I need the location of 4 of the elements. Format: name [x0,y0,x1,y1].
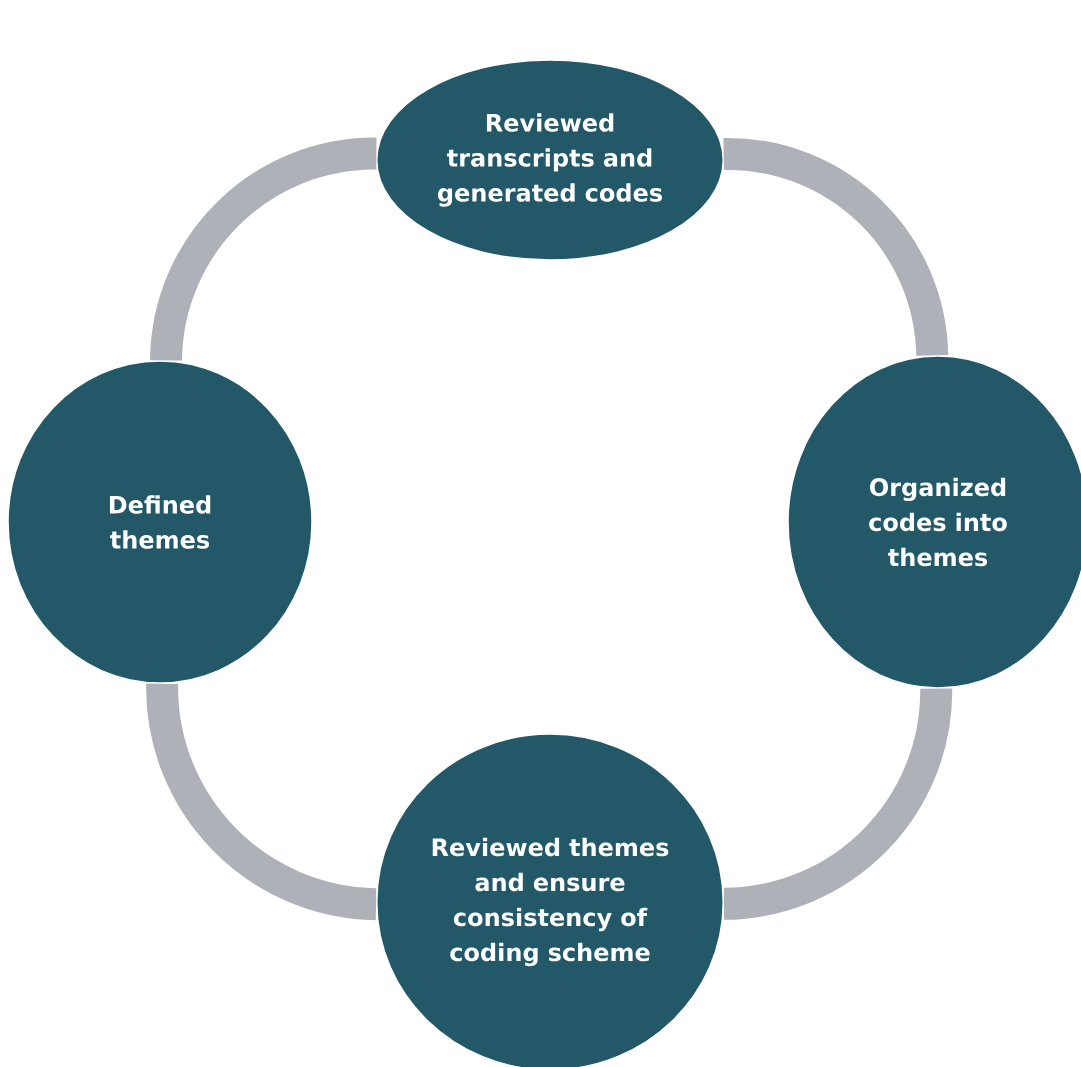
ring-arc [150,137,378,362]
ring-arc [722,138,949,357]
ring-arc [722,687,953,920]
ring-arc [146,682,378,921]
